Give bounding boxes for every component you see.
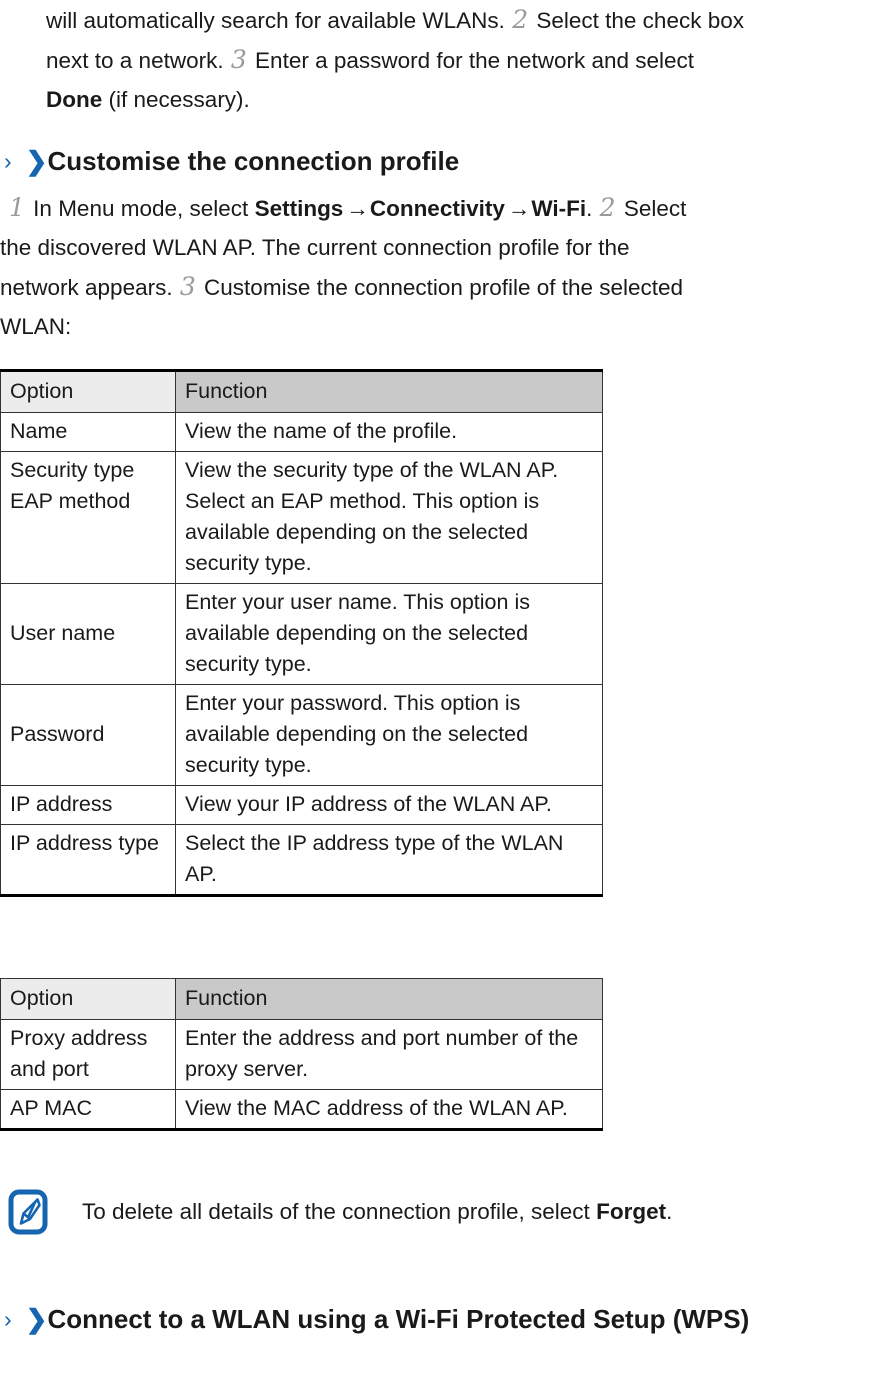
- text-run: next to a network.: [46, 48, 224, 73]
- step-number: 3: [179, 272, 196, 301]
- table-row: AP MAC View the MAC address of the WLAN …: [0, 1089, 603, 1131]
- paragraph-line: the discovered WLAN AP. The current conn…: [0, 228, 868, 267]
- chevron-right-bold-icon: ❯: [25, 1304, 48, 1334]
- table-row: Proxy address and port Enter the address…: [0, 1019, 603, 1090]
- bold-term-done: Done: [46, 87, 103, 112]
- paragraph-line: next to a network. 3 Enter a password fo…: [0, 40, 873, 80]
- table-row: User name Enter your user name. This opt…: [0, 583, 603, 685]
- bold-term-forget: Forget: [596, 1199, 667, 1224]
- paragraph-line: will automatically search for available …: [0, 0, 873, 40]
- top-paragraph: will automatically search for available …: [0, 0, 873, 119]
- chevron-right-bold-icon: ❯: [25, 146, 48, 176]
- cell-function: View the security type of the WLAN AP. S…: [175, 451, 603, 584]
- table-row: IP address View your IP address of the W…: [0, 785, 603, 825]
- step-number: 1: [9, 193, 25, 222]
- column-header-function: Function: [175, 978, 603, 1020]
- step-number: 3: [230, 45, 247, 74]
- text-run: network appears.: [0, 275, 173, 300]
- heading-line-2: (WPS): [672, 1304, 750, 1334]
- customise-steps-paragraph: 1 In Menu mode, select Settings→Connecti…: [0, 188, 868, 346]
- arrow-right-icon: →: [346, 196, 369, 221]
- text-run: the discovered WLAN AP. The current conn…: [0, 235, 630, 260]
- table-row: Security type EAP method View the securi…: [0, 451, 603, 584]
- text-run: Select: [623, 196, 687, 221]
- paragraph-line: 1 In Menu mode, select Settings→Connecti…: [0, 188, 868, 228]
- paragraph-line: WLAN:: [0, 307, 868, 346]
- cell-option: AP MAC: [0, 1089, 176, 1131]
- text-run: WLAN:: [0, 314, 72, 339]
- arrow-right-icon: →: [507, 196, 531, 221]
- cell-option: User name: [0, 583, 176, 685]
- heading-text: Customise the connection profile: [47, 146, 460, 176]
- table-row: Password Enter your password. This optio…: [0, 684, 603, 786]
- paragraph-line: network appears. 3 Customise the connect…: [0, 267, 868, 307]
- table-row: Name View the name of the profile.: [0, 412, 603, 452]
- text-run: .: [586, 196, 593, 221]
- options-table-primary: Option Function Name View the name of th…: [0, 369, 603, 897]
- note-text: To delete all details of the connection …: [50, 1196, 860, 1228]
- cell-option: Security type EAP method: [0, 451, 176, 584]
- bold-term-connectivity: Connectivity: [369, 196, 505, 221]
- text-run: In Menu mode, select: [33, 196, 249, 221]
- cell-function: View your IP address of the WLAN AP.: [175, 785, 603, 825]
- cell-option: IP address: [0, 785, 176, 825]
- paragraph-line: Done (if necessary).: [0, 80, 873, 119]
- text-run: Select the check box: [536, 8, 744, 33]
- table-header-row: Option Function: [0, 978, 603, 1020]
- cell-option: IP address type: [0, 824, 176, 897]
- cell-function: View the MAC address of the WLAN AP.: [175, 1089, 603, 1131]
- chevron-right-icon: ›: [4, 1306, 12, 1332]
- table-header-row: Option Function: [0, 369, 603, 413]
- heading-line-1: Connect to a WLAN using a Wi-Fi Protecte…: [47, 1304, 666, 1334]
- column-header-option: Option: [0, 978, 176, 1020]
- cell-option: Password: [0, 684, 176, 786]
- note-callout: To delete all details of the connection …: [0, 1188, 860, 1236]
- options-table-secondary: Option Function Proxy address and port E…: [0, 978, 603, 1131]
- cell-option: Proxy address and port: [0, 1019, 176, 1090]
- text-run: will automatically search for available …: [46, 8, 505, 33]
- text-run: To delete all details of the connection …: [82, 1199, 590, 1224]
- cell-function: View the name of the profile.: [175, 412, 603, 452]
- text-run: Enter a password for the network and sel…: [255, 48, 695, 73]
- text-run: Customise the connection profile of the …: [204, 275, 684, 300]
- cell-function: Enter your user name. This option is ava…: [175, 583, 603, 685]
- text-run: .: [666, 1199, 673, 1224]
- cell-function: Enter the address and port number of the…: [175, 1019, 603, 1090]
- cell-option: Name: [0, 412, 176, 452]
- heading-text: Connect to a WLAN using a Wi-Fi Protecte…: [47, 1302, 870, 1337]
- step-number: 2: [512, 5, 529, 34]
- table-row: IP address type Select the IP address ty…: [0, 824, 603, 897]
- chevron-right-icon: ›: [4, 148, 12, 174]
- note-pen-icon: [8, 1188, 50, 1236]
- cell-function: Enter your password. This option is avai…: [175, 684, 603, 786]
- bold-term-wifi: Wi-Fi: [531, 196, 587, 221]
- section-heading-customise-connection-profile: › ❯ Customise the connection profile: [0, 144, 860, 179]
- bold-term-settings: Settings: [254, 196, 344, 221]
- cell-function: Select the IP address type of the WLAN A…: [175, 824, 603, 897]
- column-header-option: Option: [0, 369, 176, 413]
- text-run: (if necessary).: [108, 87, 250, 112]
- column-header-function: Function: [175, 369, 603, 413]
- section-heading-connect-wlan-wps: › ❯ Connect to a WLAN using a Wi-Fi Prot…: [0, 1302, 870, 1337]
- step-number: 2: [599, 193, 616, 222]
